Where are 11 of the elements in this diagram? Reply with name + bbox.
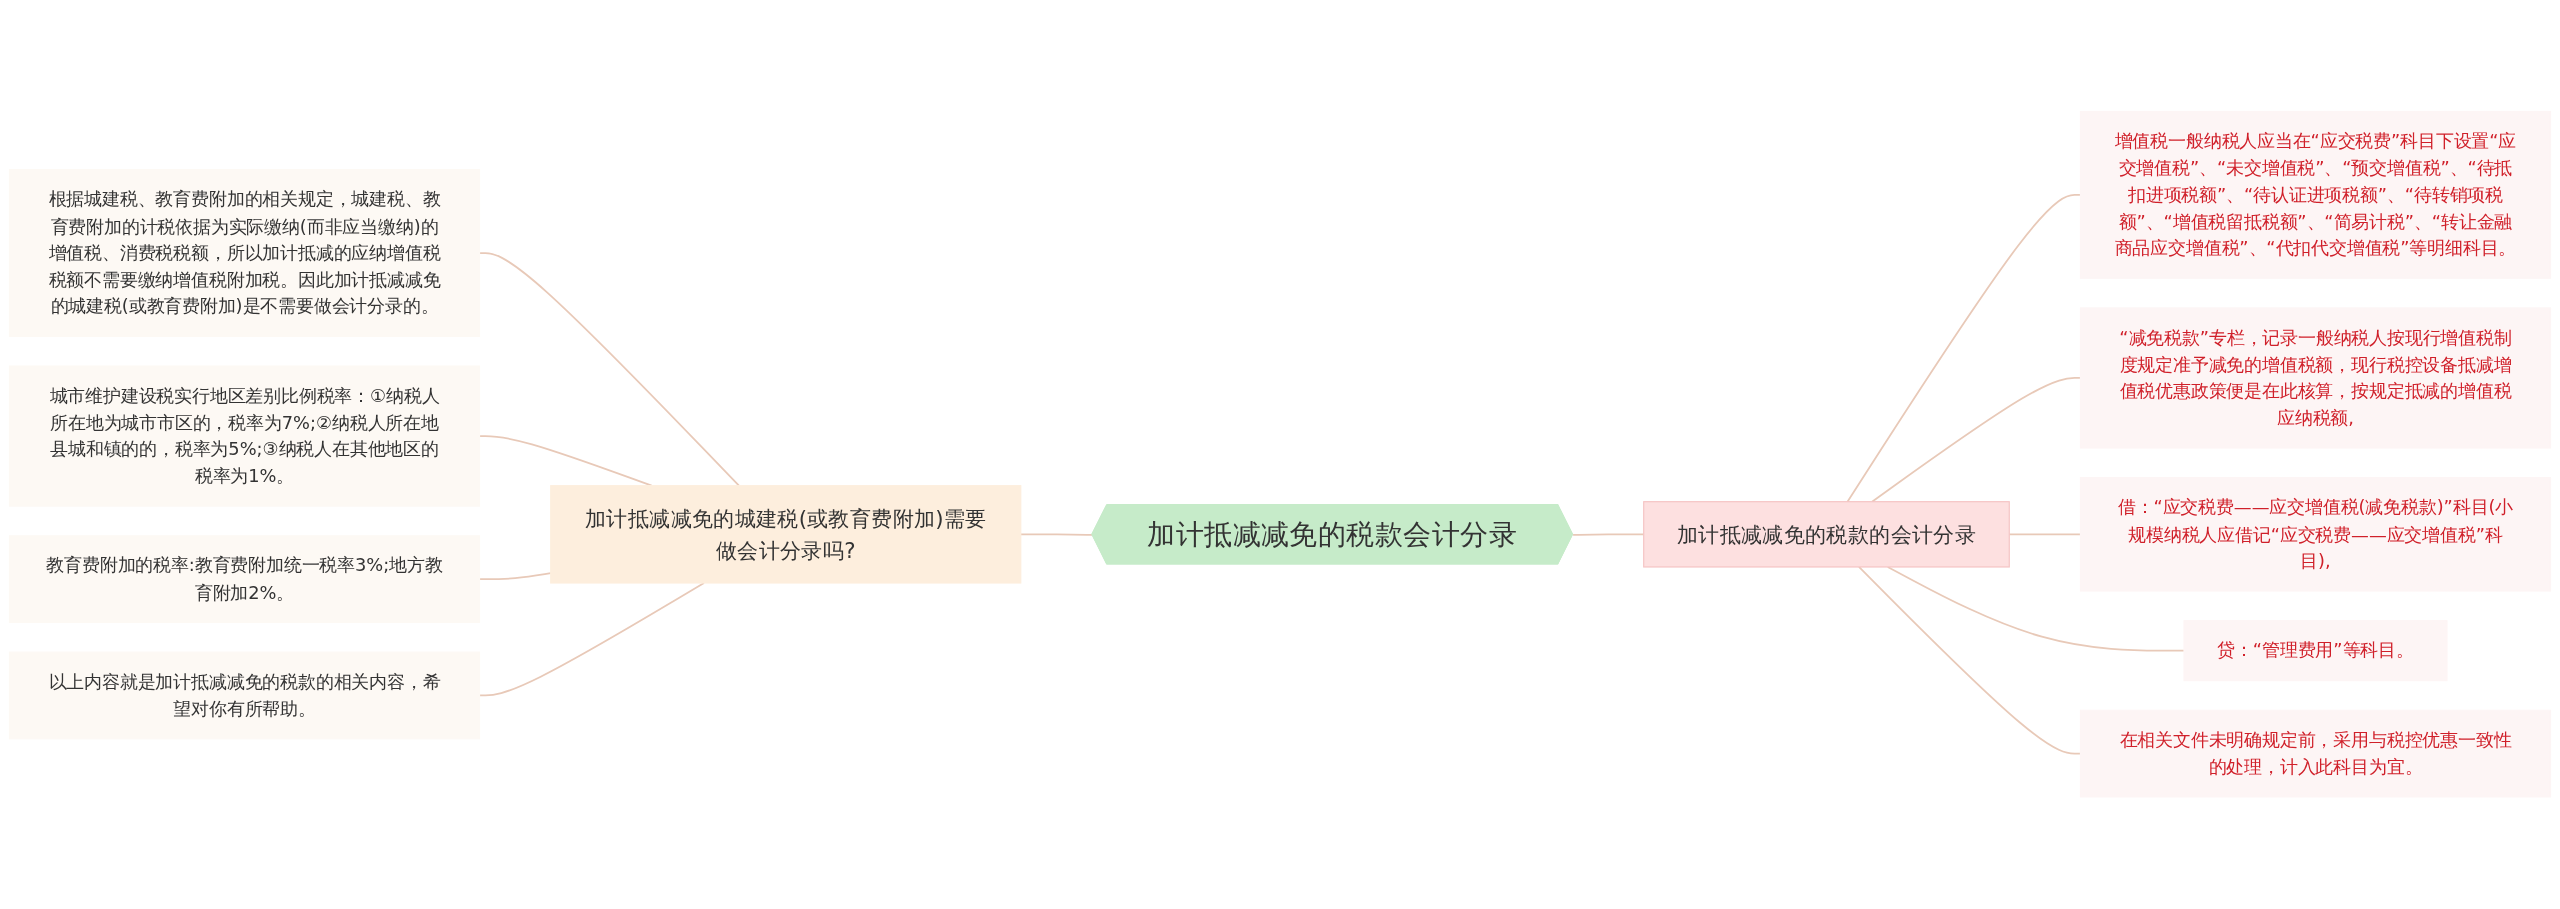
node-box: 增值税一般纳税人应当在“应交税费”科目下设置“应交增值税”、“未交增值税”、“预交增值税”、“待抵扣进项税额”、“待认证进项税额”、“待转销项税额”、“增值税留抵税额”、“简易计税”、“转让金融商品应交增值税”、“代扣代交增值税”等明细科目。 bbox=[2079, 111, 2552, 280]
node-box: “减免税款”专栏，记录一般纳税人按现行增值税制度规定准予减免的增值税额，现行税控设备抵减增值税优惠政策便是在此核算，按规定抵减的增值税应纳税额, bbox=[2079, 307, 2552, 449]
node-box: 在相关文件未明确规定前，采用与税控优惠一致性的处理，计入此科目为宜。 bbox=[2079, 710, 2552, 798]
node-box: 教育费附加的税率:教育费附加统一税率3%;地方教育附加2%。 bbox=[8, 535, 481, 624]
node-box: 借：“应交税费——应交增值税(减免税款)”科目(小规模纳税人应借记“应交税费——应交增值税”科目), bbox=[2079, 477, 2552, 592]
node-box: 加计抵减减免的城建税(或教育费附加)需要做会计分录吗? bbox=[550, 485, 1022, 584]
node-box: 城市维护建设税实行地区差别比例税率：①纳税人所在地为城市市区的，税率为7%;②纳税人所在地县城和镇的的，税率为5%;③纳税人在其他地区的税率为1%。 bbox=[8, 365, 481, 508]
node-box: 以上内容就是加计抵减减免的税款的相关内容，希望对你有所帮助。 bbox=[8, 651, 481, 740]
node-box: 贷：“管理费用”等科目。 bbox=[2183, 620, 2448, 682]
node-box: 根据城建税、教育费附加的相关规定，城建税、教育费附加的计税依据为实际缴纳(而非应当缴纳)的增值税、消费税税额，所以加计抵减的应纳增值税税额不需要缴纳增值税附加税。因此加计抵减减免的城建税(或教育费附加)是不需要做会计分录的。 bbox=[8, 169, 481, 338]
node-box: 加计抵减减免的税款的会计分录 bbox=[1643, 501, 2010, 568]
